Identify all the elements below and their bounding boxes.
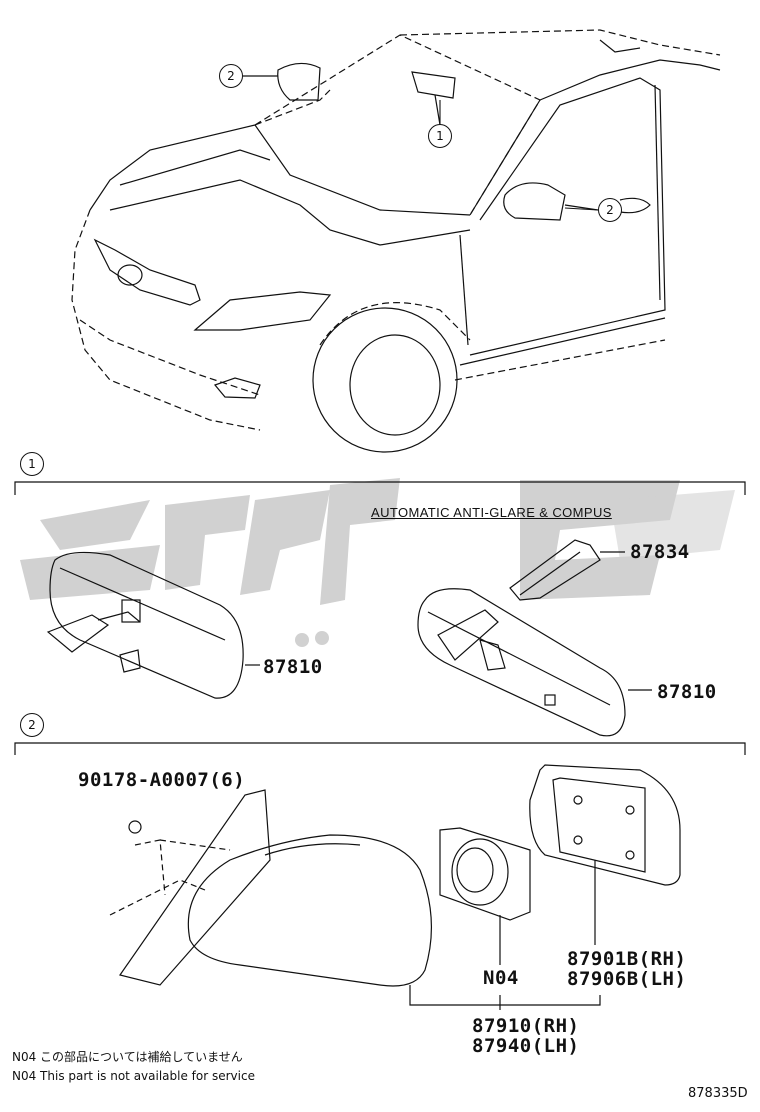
section-1-marker: 1	[20, 452, 44, 476]
leader-lines	[439, 100, 599, 211]
callout-mirror-inner: 1	[428, 124, 452, 148]
part-glass-lh-label: 87906B(LH)	[567, 968, 687, 990]
part-glass-rh-label: 87901B(RH)	[567, 948, 687, 970]
note-english: N04 This part is not available for servi…	[12, 1069, 255, 1083]
part-87810-auto-label: 87810	[657, 681, 717, 703]
callout-mirror-outer-left: 2	[219, 64, 243, 88]
part-87834-label: 87834	[630, 541, 690, 563]
section-2-marker: 2	[20, 713, 44, 737]
note-japanese: N04 この部品については補給していません	[12, 1050, 243, 1064]
part-clip-label: 90178-A0007(6)	[78, 769, 246, 791]
part-n04-label: N04	[483, 967, 519, 989]
callout-mirror-outer-right: 2	[598, 198, 622, 222]
section-frames	[14, 481, 746, 755]
watermark-logo	[20, 478, 735, 647]
part-assy-lh-label: 87940(LH)	[472, 1035, 580, 1057]
car-illustration	[71, 29, 721, 453]
figure-code: 878335D	[688, 1086, 748, 1101]
part-87810-std-label: 87810	[263, 656, 323, 678]
inner-mirror-auto	[417, 539, 652, 737]
part-assy-rh-label: 87910(RH)	[472, 1015, 580, 1037]
option-heading: AUTOMATIC ANTI-GLARE & COMPUS	[371, 505, 612, 520]
outer-mirror-group	[109, 764, 681, 1010]
inner-mirror-standard	[46, 551, 260, 699]
